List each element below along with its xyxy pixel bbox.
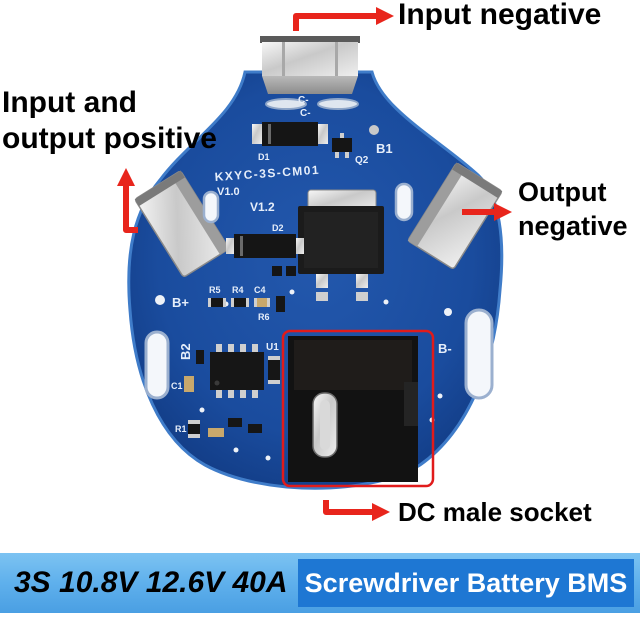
arrowhead-output-negative: [494, 203, 512, 221]
slot-left: [144, 330, 170, 400]
silk-b-minus: B-: [438, 341, 452, 356]
arrowhead-input-output-positive: [117, 168, 135, 186]
left-terminal: [134, 170, 230, 277]
callout-arrowheads: [117, 7, 512, 521]
silk-r4: R4: [232, 285, 244, 295]
silk-b1: B1: [376, 141, 393, 156]
silk-d2: D2: [272, 223, 284, 233]
silk-b-plus: B+: [172, 295, 189, 310]
top-terminal: [260, 36, 360, 110]
callout-arrows: [123, 13, 496, 515]
arrowhead-input-negative: [376, 7, 394, 25]
label-input-output-positive-line1: Input and: [2, 86, 137, 119]
silk-c1: C1: [171, 381, 183, 391]
slot-near-right-terminal: [394, 182, 414, 222]
arrow-dc-socket: [323, 500, 374, 515]
mounting-slots: [144, 182, 494, 400]
silk-c4: C4: [254, 285, 266, 295]
product-banner: 3S 10.8V 12.6V 40A Screwdriver Battery B…: [0, 553, 640, 613]
slot-near-left-terminal: [202, 190, 220, 224]
ic-u1: [210, 344, 264, 398]
silk-b2: B2: [178, 343, 193, 360]
silk-version-1: V1.0: [217, 186, 240, 198]
silk-c-minus-1: C-: [298, 95, 309, 106]
label-input-output-positive-line2: output positive: [2, 122, 217, 155]
dc-socket-highlight-frame: [281, 329, 435, 488]
label-input-negative: Input negative: [398, 0, 602, 31]
right-terminal: [407, 162, 503, 269]
silk-r6: R6: [258, 312, 270, 322]
label-output-negative-line2: negative: [518, 211, 628, 241]
smd-capacitors: [184, 376, 262, 438]
label-dc-male-socket: DC male socket: [398, 497, 592, 527]
silk-u1: U1: [266, 342, 279, 353]
diode-d2: [226, 234, 304, 276]
silk-r5: R5: [209, 285, 221, 295]
banner-spec-text: 3S 10.8V 12.6V 40A: [14, 566, 288, 599]
dc-socket: [288, 336, 418, 482]
mosfet: [298, 189, 384, 301]
silk-version-2: V1.2: [250, 200, 275, 214]
banner-title-text: Screwdriver Battery BMS: [304, 568, 628, 598]
banner-title-box: Screwdriver Battery BMS: [298, 559, 634, 607]
arrowhead-dc-socket: [372, 503, 390, 521]
diode-d1: [252, 122, 328, 146]
transistor-q2: [332, 133, 352, 158]
smd-resistors: [196, 296, 285, 384]
silk-r1: R1: [175, 424, 187, 434]
arrow-input-output-positive: [123, 184, 138, 233]
silk-q2: Q2: [355, 155, 369, 166]
label-output-negative-line1: Output: [518, 177, 607, 207]
slot-right: [464, 308, 494, 400]
arrow-input-negative: [293, 13, 378, 31]
silk-c-minus-2: C-: [300, 108, 311, 119]
silk-d1: D1: [258, 152, 270, 162]
